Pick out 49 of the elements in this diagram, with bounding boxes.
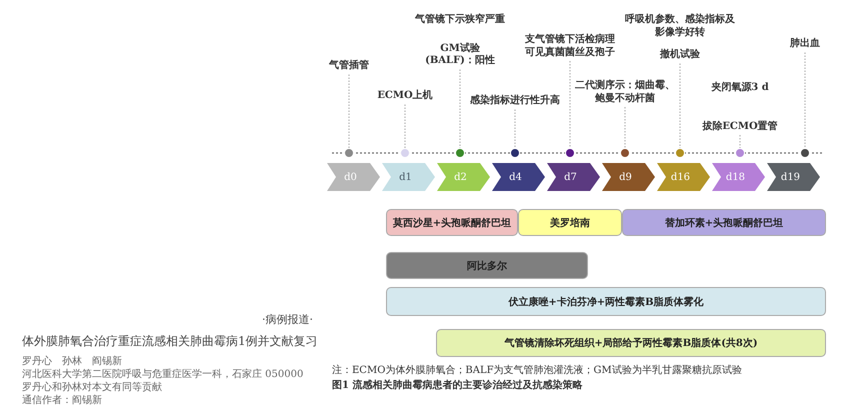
event-text: 支气管镜下活检病理可见真菌菌丝及孢子 xyxy=(524,34,616,59)
timeline-step: d16 xyxy=(657,163,710,191)
event-text: 夹闭氧源3 d xyxy=(710,82,770,94)
timeline-step: d19 xyxy=(767,163,820,191)
event-text: 撤机试验 xyxy=(658,49,701,62)
leader-line xyxy=(804,52,806,148)
event-text: ECMO上机 xyxy=(376,90,434,102)
figure-caption: 图1 流感相关肺曲霉病患者的主要诊治经过及抗感染策略 xyxy=(332,378,582,392)
event-text: GM试验(BALF)：阳性 xyxy=(424,42,496,68)
leader-line xyxy=(404,104,406,148)
figure-note: 注：ECMO为体外膜肺氧合；BALF为支气管肺泡灌洗液；GM试验为半乳甘露聚糖抗原试验 xyxy=(332,364,742,377)
timeline-dot xyxy=(675,148,685,158)
timeline-dot xyxy=(620,148,630,158)
timeline-step: d4 xyxy=(492,163,545,191)
timeline-step: d0 xyxy=(327,163,380,191)
timeline-dot xyxy=(565,148,575,158)
event-text: 拔除ECMO置管 xyxy=(701,120,779,133)
timeline-dot xyxy=(344,148,354,158)
treatment-bar: 替加环素+头孢哌酮舒巴坦 xyxy=(622,209,826,236)
timeline-step: d2 xyxy=(437,163,490,191)
timeline-dot xyxy=(455,148,465,158)
treatment-bar: 气管镜清除坏死组织+局部给予两性霉素B脂质体(共8次) xyxy=(436,329,826,357)
note-line: 罗丹心和孙林对本文有同等贡献 xyxy=(22,380,162,394)
timeline-step: d7 xyxy=(547,163,600,191)
timeline-step: d18 xyxy=(712,163,765,191)
event-text: 呼吸机参数、感染指标及影像学好转 xyxy=(624,14,736,39)
event-text: 二代测序示：烟曲霉、鲍曼不动杆菌 xyxy=(574,80,676,105)
timeline-dot xyxy=(400,148,410,158)
event-text: 肺出血 xyxy=(788,38,821,50)
timeline-dot xyxy=(800,148,810,158)
event-text: 感染指标进行性升高 xyxy=(469,95,561,108)
leader-line xyxy=(514,109,516,148)
correspondence-line: 通信作者：阎锡新 xyxy=(22,394,102,407)
treatment-bar: 阿比多尔 xyxy=(386,252,588,279)
treatment-bar: 伏立康唑+卡泊芬净+两性霉素B脂质体雾化 xyxy=(386,287,826,316)
treatment-bar: 美罗培南 xyxy=(518,209,622,236)
leader-line xyxy=(624,106,626,148)
event-text: 气管镜下示狭窄严重 xyxy=(414,14,506,26)
timeline-dot xyxy=(510,148,520,158)
section-heading: ·病例报道· xyxy=(262,312,313,327)
treatment-bar: 莫西沙星+头孢哌酮舒巴坦 xyxy=(386,209,518,236)
leader-line xyxy=(348,74,350,148)
timeline-step: d9 xyxy=(602,163,655,191)
article-title: 体外膜肺氧合治疗重症流感相关肺曲霉病1例并文献复习 xyxy=(22,333,318,350)
event-text: 气管插管 xyxy=(328,60,370,72)
affiliation-line: 河北医科大学第二医院呼吸与危重症医学一科，石家庄 050000 xyxy=(22,368,304,381)
timeline-dot xyxy=(735,148,745,158)
timeline-step: d1 xyxy=(382,163,435,191)
author-line: 罗丹心 孙林 阎锡新 xyxy=(22,354,122,368)
